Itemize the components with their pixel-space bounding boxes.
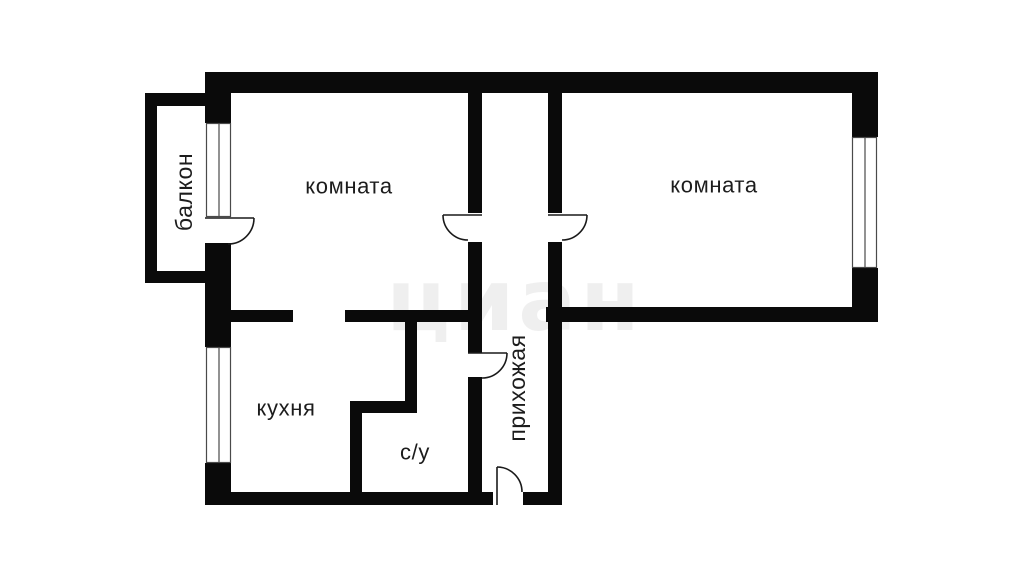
wall-top [205, 72, 878, 93]
wall-room1-south-left [229, 310, 293, 322]
wall-bottom-right [523, 492, 562, 505]
window-room2 [851, 136, 878, 269]
door-balcony [205, 217, 255, 245]
door-balcony-swing-arc [227, 217, 255, 245]
wall-hallway-east-upper [548, 93, 562, 213]
wall-room1-south-right [345, 310, 468, 322]
windows [205, 122, 878, 464]
wall-hallway-west-lower [468, 377, 482, 492]
door-room2-swing-arc [561, 214, 588, 241]
wall-room2-south [546, 307, 878, 322]
wall-right-upper [852, 72, 878, 137]
door-entrance [496, 466, 523, 505]
wall-bathroom-top [350, 401, 417, 413]
wall-left-upper [205, 72, 231, 123]
watermark-text: циан [386, 251, 643, 351]
wall-hallway-east-lower [548, 242, 562, 492]
door-room2 [548, 214, 588, 241]
label-hallway: прихожая [504, 334, 530, 441]
walls [145, 72, 878, 505]
door-room1-swing-arc [442, 214, 469, 241]
wall-bottom-left [205, 492, 493, 505]
wall-balcony-top [145, 93, 205, 106]
window-balcony [205, 122, 232, 218]
label-room2: комната [670, 173, 758, 198]
wall-balcony-bottom [145, 271, 205, 283]
window-kitchen [205, 346, 232, 464]
door-bathroom [468, 352, 508, 379]
wall-left-middle [205, 243, 231, 347]
door-bathroom-swing-arc [481, 352, 508, 379]
room-labels: комната комната кухня с/у прихожая балко… [171, 153, 758, 465]
label-room1: комната [305, 174, 393, 199]
label-bathroom: с/у [400, 440, 430, 465]
wall-hallway-west-middle [468, 242, 482, 353]
door-entrance-swing-arc [496, 466, 523, 493]
door-room1 [442, 214, 482, 241]
wall-kitchen-east [405, 318, 417, 413]
label-kitchen: кухня [257, 396, 316, 421]
doors [205, 214, 588, 505]
wall-bathroom-west [350, 401, 362, 505]
wall-hallway-west-upper [468, 93, 482, 213]
wall-balcony-left [145, 93, 157, 283]
label-balcony: балкон [171, 153, 197, 231]
